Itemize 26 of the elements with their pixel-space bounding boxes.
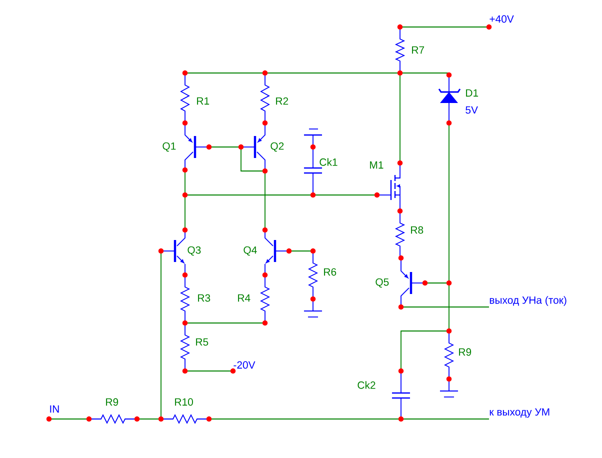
component-label: R2 xyxy=(276,97,288,105)
component-label: Q1 xyxy=(162,142,176,152)
component-label: D1 xyxy=(466,89,478,97)
component-label: Ck2 xyxy=(358,381,376,389)
component-label: Ck1 xyxy=(320,158,338,166)
component-label: Q4 xyxy=(244,246,257,256)
component-label: R4 xyxy=(238,294,250,302)
component-label: R9 xyxy=(459,348,472,356)
component-label: R9 xyxy=(106,398,118,406)
voltage-label: выход УНа (ток) xyxy=(490,296,566,306)
voltage-label: к выходу УМ xyxy=(490,408,550,418)
voltage-label: +40V xyxy=(490,15,514,23)
component-label: M1 xyxy=(370,161,384,169)
component-label: R7 xyxy=(412,46,424,54)
component-label: R1 xyxy=(197,97,210,105)
component-label: R3 xyxy=(198,294,210,302)
component-label: R8 xyxy=(411,226,424,234)
component-label: Q5 xyxy=(376,278,389,288)
component-label: Q2 xyxy=(270,142,284,152)
voltage-label: IN xyxy=(50,405,59,413)
voltage-label: -20V xyxy=(234,361,256,369)
voltage-label: 5V xyxy=(466,106,478,114)
component-label: Q3 xyxy=(188,246,201,256)
component-label: R6 xyxy=(324,268,336,276)
component-label: R10 xyxy=(175,398,193,406)
component-label: R5 xyxy=(196,338,208,346)
